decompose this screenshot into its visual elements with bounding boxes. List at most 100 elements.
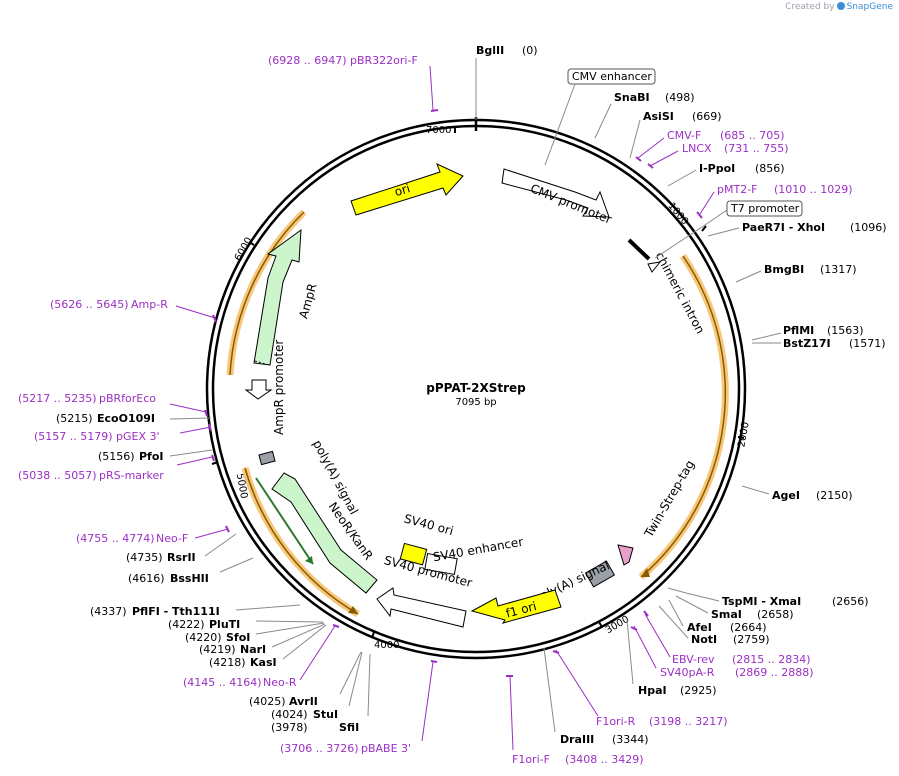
enzyme-pos: (5156): [98, 450, 135, 463]
cmv-promoter-feature: [501, 168, 610, 218]
enzyme-pos: (2656): [832, 595, 869, 608]
enzyme-pos: (2664): [730, 621, 767, 634]
primer-mark: [211, 454, 215, 462]
ampr-promoter-label: AmpR promoter: [272, 340, 286, 435]
enzyme-leader: [255, 620, 324, 623]
f1-ori-feature: [470, 589, 562, 624]
enzyme-leader: [668, 599, 684, 627]
enzyme-leader: [735, 270, 762, 283]
ampr-feature: [253, 228, 302, 366]
twin-strep-tag-label: Twin-Strep-tag: [641, 458, 697, 541]
chimeric-intron-arrow-icon: [647, 261, 662, 273]
t7-promoter-leader: [654, 209, 728, 259]
enzyme-leader: [707, 227, 740, 237]
enzyme-pos: (2658): [757, 608, 794, 621]
primer-leader: [179, 426, 212, 434]
sv40-polya-box: [584, 560, 616, 588]
enzyme-pos: (4024): [271, 708, 308, 721]
primer-mark: [635, 156, 642, 162]
primer-range: (3706 .. 3726): [280, 742, 359, 755]
enzyme-leader: [169, 449, 213, 457]
credit-prefix: Created by: [785, 2, 835, 12]
enzyme-leader: [348, 651, 363, 707]
primer-leader: [633, 625, 657, 669]
ampr-promoter-feature: [244, 379, 273, 400]
primer-range: (1010 .. 1029): [774, 183, 853, 196]
sv40-enhancer-feature: [424, 552, 458, 576]
enzyme-pos: (498): [665, 91, 695, 104]
tick-label-4000: 4000: [374, 640, 399, 651]
primer-name: F1ori-R: [596, 715, 636, 728]
enzyme-pos: (1317): [820, 263, 857, 276]
primer-leader: [176, 456, 213, 466]
tick-3000: [598, 621, 603, 628]
sv40-ori-feature: [399, 542, 428, 566]
enzyme-leader: [667, 587, 720, 602]
snapgene-credit: Created by SnapGene: [785, 2, 893, 12]
primer-name: pGEX 3': [116, 430, 160, 443]
primer-name: pBR322ori-F: [350, 54, 418, 67]
primer-range: (3198 .. 3217): [649, 715, 728, 728]
enzyme-name: AvrII: [289, 695, 318, 708]
primer-mark: [204, 409, 208, 417]
neor-kanr-line-arrow: [305, 556, 313, 564]
primer-leader: [169, 403, 207, 413]
enzyme-name: BssHII: [170, 572, 209, 585]
enzyme-pos: (1571): [849, 337, 886, 350]
t7-promoter-box: [726, 200, 803, 217]
primer-mark: [208, 423, 212, 432]
enzyme-name: HpaI: [638, 684, 667, 697]
primer-range: (4755 .. 4774): [76, 532, 155, 545]
cmv-enhancer-leader: [544, 83, 576, 166]
primer-name: SV40pA-R: [660, 666, 715, 679]
primer-mark: [430, 660, 438, 663]
primer-mark: [212, 314, 217, 323]
orf-arc-right-line: [640, 255, 726, 578]
enzyme-name: NarI: [240, 643, 266, 656]
primer-leader: [429, 65, 434, 111]
credit-brand: SnapGene: [846, 2, 893, 12]
tick-label-1000: 1000: [665, 201, 690, 228]
plasmid-length: 7095 bp: [455, 397, 496, 408]
enzyme-leader: [741, 485, 770, 495]
enzyme-leader: [667, 169, 697, 187]
enzyme-leader: [339, 651, 362, 695]
ampr-label: AmpR: [296, 282, 319, 320]
enzyme-pos: (4222): [168, 618, 205, 631]
enzyme-name: BstZ17I: [783, 337, 831, 350]
enzyme-name: AgeI: [772, 489, 800, 502]
enzyme-leader: [543, 647, 556, 733]
chimeric-intron-label: chimeric intron: [653, 250, 708, 337]
enzyme-name: BglII: [476, 44, 504, 57]
enzyme-name: AfeI: [687, 621, 712, 634]
orf-arc-right-arrow: [641, 568, 650, 577]
enzyme-leader: [629, 119, 641, 159]
orf-arcs: [226, 209, 729, 618]
enzyme-pos: (2150): [816, 489, 853, 502]
enzyme-name: TspMI - XmaI: [722, 595, 801, 608]
enzyme-leader: [282, 624, 327, 660]
primer-leader: [649, 150, 679, 167]
enzyme-leader: [271, 623, 326, 648]
enzyme-name: PfoI: [139, 450, 164, 463]
tick-5000: [211, 461, 219, 465]
enzyme-pos: (3344): [612, 733, 649, 746]
primer-name: Neo-F: [156, 532, 188, 545]
tick-6000: [248, 241, 255, 246]
enzyme-name: StuI: [313, 708, 338, 721]
t7-promoter-label: T7 promoter: [730, 202, 800, 215]
snapgene-logo-icon: [836, 2, 845, 10]
enzyme-pos: (4616): [128, 572, 165, 585]
enzyme-leader: [204, 533, 237, 557]
twin-strep-tag-feature: [617, 544, 634, 566]
primer-name: LNCX: [682, 142, 712, 155]
ori-feature: [350, 163, 464, 216]
primer-mark: [643, 610, 649, 617]
enzyme-leader: [594, 103, 612, 139]
primer-range: (731 .. 755): [724, 142, 789, 155]
boxed-labels: CMV enhancer T7 promoter: [544, 68, 803, 259]
primer-name: pRS-marker: [99, 469, 164, 482]
primer-leader: [299, 625, 336, 681]
primer-mark: [430, 109, 439, 112]
